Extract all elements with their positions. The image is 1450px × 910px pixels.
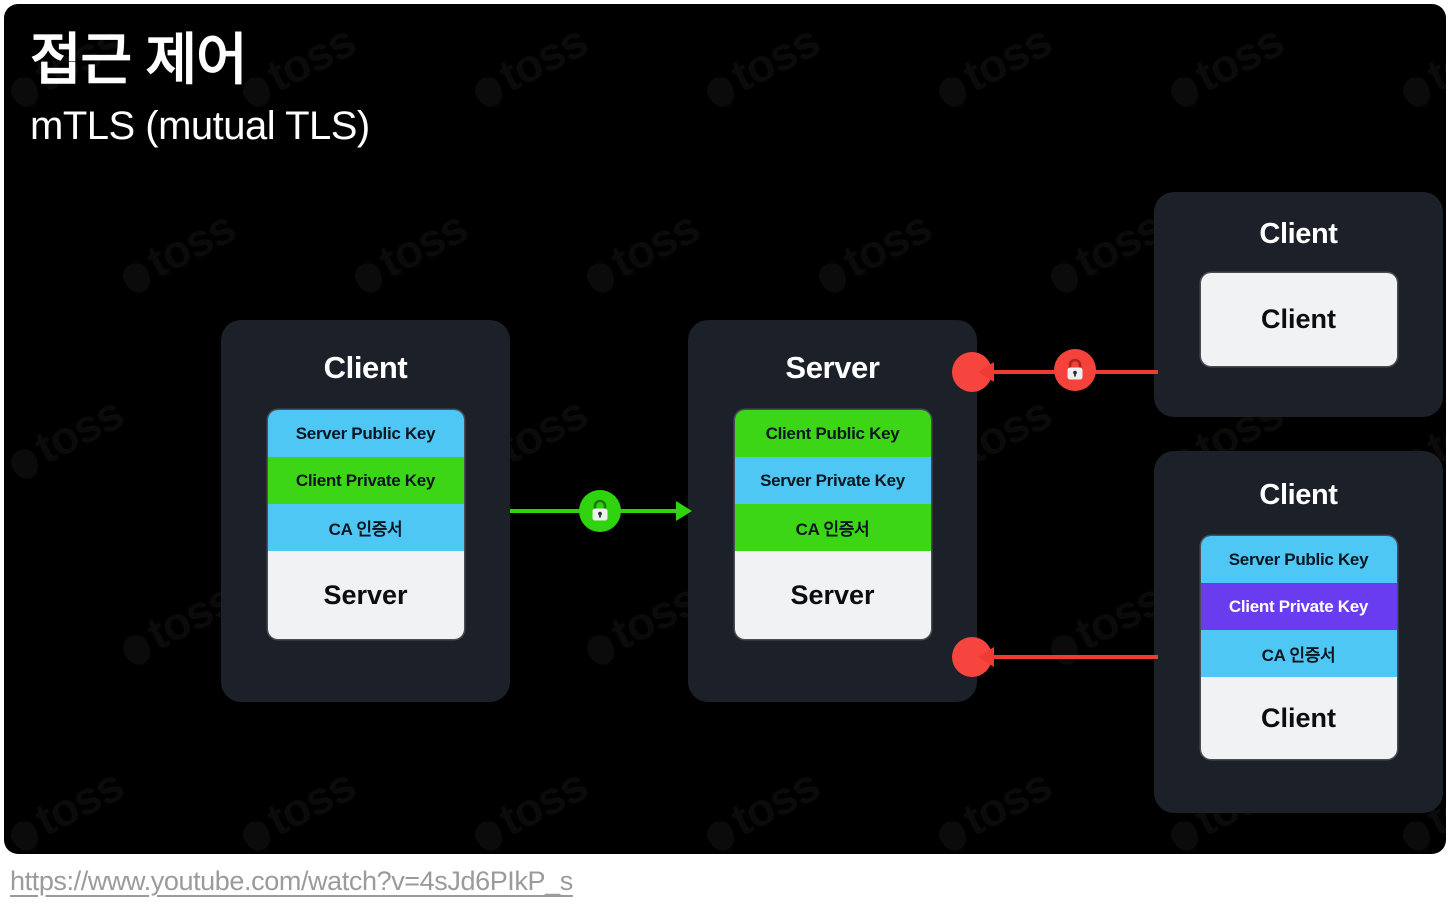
key-row-client-private-key: Client Private Key [1200, 583, 1397, 630]
source-link[interactable]: https://www.youtube.com/watch?v=4sJd6PIk… [10, 866, 573, 896]
key-row-server-public-key: Server Public Key [267, 410, 464, 457]
endpoint-label: Server [734, 551, 931, 639]
arrowhead-icon [676, 501, 692, 521]
title-block: 접근 제어 mTLS (mutual TLS) [30, 28, 370, 150]
mtls-diagram: Client Server Public Key Client Private … [4, 4, 1446, 854]
page-subtitle: mTLS (mutual TLS) [30, 104, 370, 149]
slide-frame: tosstosstosstosstosstosstosstosstosstoss… [4, 4, 1446, 854]
key-row-client-private-key: Client Private Key [267, 457, 464, 504]
endpoint-label: Server [267, 551, 464, 639]
lock-icon [1054, 349, 1096, 391]
key-row-server-public-key: Server Public Key [1200, 536, 1397, 583]
key-stack: Server Public Key Client Private Key CA … [1200, 536, 1397, 759]
node-card-client-top-right: Client Client [1154, 192, 1443, 417]
key-row-client-public-key: Client Public Key [734, 410, 931, 457]
node-title: Client [323, 350, 408, 385]
node-title: Server [785, 350, 880, 385]
key-row-ca-certificate: CA 인증서 [267, 504, 464, 551]
node-title: Client [1259, 218, 1338, 250]
endpoint-label: Client [1200, 677, 1397, 759]
node-card-client-left: Client Server Public Key Client Private … [221, 320, 510, 702]
arrowhead-icon [978, 647, 994, 667]
arrowhead-icon [978, 362, 994, 382]
node-card-server: Server Client Public Key Server Private … [688, 320, 977, 702]
key-row-ca-certificate: CA 인증서 [734, 504, 931, 551]
connector-line [992, 655, 1158, 659]
endpoint-label: Client [1200, 273, 1397, 366]
key-row-ca-certificate: CA 인증서 [1200, 630, 1397, 677]
node-title: Client [1259, 479, 1338, 511]
lock-icon [579, 490, 621, 532]
node-card-client-bottom-right: Client Server Public Key Client Private … [1154, 451, 1443, 813]
page-title: 접근 제어 [30, 28, 248, 91]
key-stack: Server Public Key Client Private Key CA … [267, 410, 464, 639]
key-row-server-private-key: Server Private Key [734, 457, 931, 504]
connector-blocked-bottom [952, 637, 1158, 677]
key-stack: Client Public Key Server Private Key CA … [734, 410, 931, 639]
key-stack: Client [1200, 273, 1397, 366]
